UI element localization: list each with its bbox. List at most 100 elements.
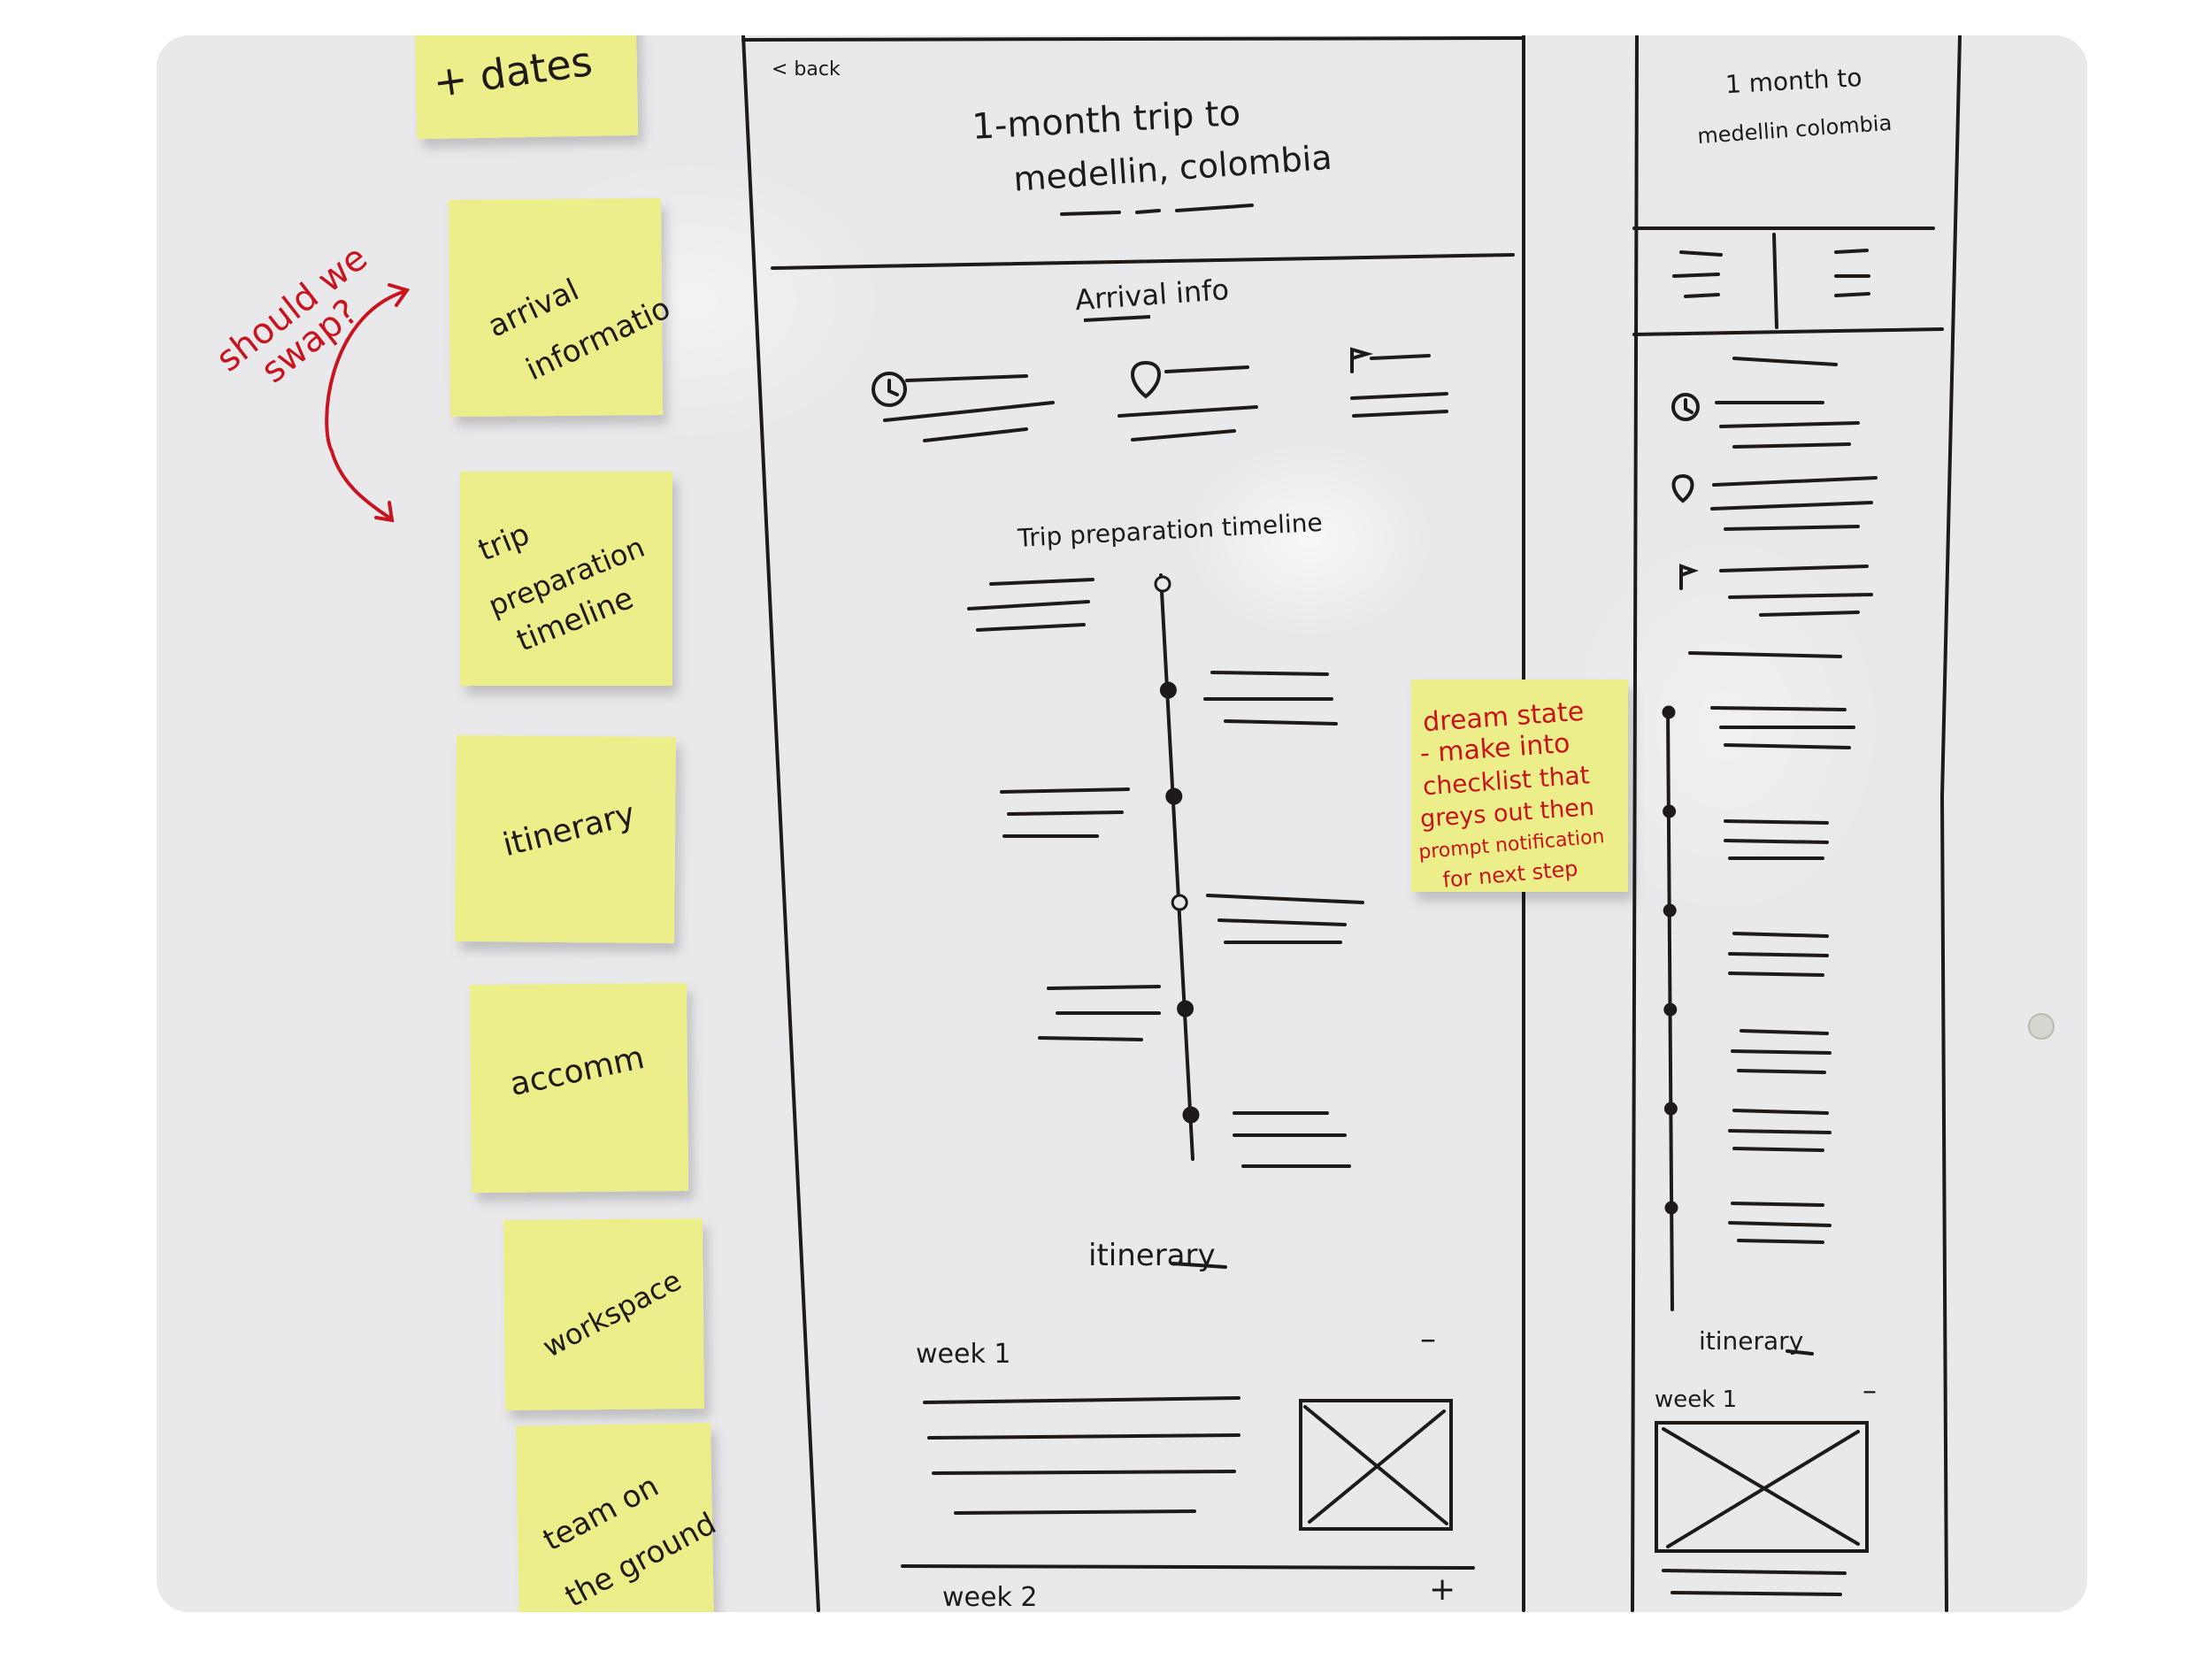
mobile-timeline-entry [1732,1147,1824,1152]
flag-icon [1679,564,1699,590]
mobile-timeline-entry [1740,1029,1829,1035]
timeline-entry-line [989,578,1094,586]
sticky-note-workspace: workspace [503,1218,704,1410]
desktop-header-divider [771,253,1515,270]
clock-icon-hands [1684,398,1694,414]
mobile-wireframe [1631,35,1962,1612]
timeline-entry-line [1206,894,1364,904]
back-link[interactable]: < back [772,58,841,81]
timeline-milestone [1154,575,1171,593]
mobile-text-line [1671,1591,1842,1596]
timeline-milestone [1159,681,1177,699]
image-placeholder [1299,1399,1453,1531]
mobile-timeline-entry [1724,743,1851,749]
desktop-wireframe [741,35,1525,1612]
prep-milestones [1154,575,1200,1124]
desktop-date-scribble [1060,204,1254,216]
mobile-dates-divider [1632,327,1944,336]
mobile-timeline-entry [1737,1239,1824,1244]
arrival-who-line [1352,410,1448,418]
mobile-timeline-entry [1728,1221,1832,1227]
mobile-timeline-entry [1731,1049,1832,1055]
mobile-week1-label: week 1 [1655,1386,1737,1413]
mobile-arrival-line [1732,442,1851,449]
mobile-milestones [1662,705,1678,1215]
timeline-entry-line [1047,985,1161,990]
timeline-entry-line [1007,810,1124,816]
arrival-when-line [883,401,1055,422]
mobile-frame-left [1631,35,1639,1612]
week1-text-line [927,1433,1240,1440]
mobile-arrival-line [1724,525,1860,531]
clock-icon [872,372,907,407]
arrival-where-line [1118,405,1258,418]
sticky-note-accomm: accomm [469,982,689,1194]
arrival-who-line [1350,392,1448,400]
desktop-frame-left [741,35,820,1612]
timeline-milestone [1171,894,1188,911]
mobile-title-line1: 1 month to [1724,63,1863,99]
mobile-week1-collapse-toggle[interactable]: – [1863,1373,1877,1407]
mobile-frame-right [1939,35,1962,1612]
timeline-entry-line [1217,918,1347,926]
week1-label: week 1 [916,1339,1010,1370]
week1-text-line [932,1470,1236,1475]
location-pin-icon [1131,360,1161,399]
swap-arrow [325,290,404,519]
mobile-arrival-heading-scribble [1732,357,1838,366]
timeline-milestone [1663,804,1677,818]
itinerary-heading: itinerary [1088,1238,1216,1273]
timeline-entry-line [1000,787,1130,794]
mobile-timeline-entry [1732,932,1829,938]
swap-arrow-head-bottom [374,501,395,523]
mobile-start-label-scribble [1679,250,1723,257]
week1-collapse-toggle[interactable]: – [1420,1321,1436,1357]
location-pin-icon [1671,473,1694,503]
timeline-entry-line [967,600,1090,611]
mobile-timeline-entry [1731,1202,1824,1207]
arrival-heading-underline [1083,315,1151,322]
mobile-timeline-entry [1728,952,1829,957]
arrival-where-line [1131,429,1236,442]
mobile-itinerary-underline [1786,1349,1814,1356]
mobile-image-placeholder-cross [1662,1427,1860,1548]
mobile-timeline-entry [1710,706,1847,711]
clock-icon-hands [887,379,899,396]
mobile-arrival-line [1712,476,1878,487]
week1-text-line [923,1396,1240,1404]
glare-spot [1186,442,1433,637]
sticky-note-dates: + dates [414,35,639,140]
week2-label: week 2 [942,1582,1037,1613]
mobile-arrival-line [1710,501,1873,511]
arrival-who-line [1370,354,1431,360]
sticky-note-prep: trip preparation timeline [460,472,672,686]
sticky-note-dream-state: dream state - make into checklist that g… [1411,680,1628,893]
mobile-timeline-entry [1728,1129,1832,1134]
mobile-start-line [1684,293,1720,298]
mobile-timeline-entry [1728,972,1824,977]
mobile-timeline-entry [1724,819,1829,825]
timeline-entry-line [976,623,1086,632]
timeline-milestone [1663,1002,1678,1017]
timeline-entry-line [1038,1036,1143,1041]
mobile-timeline-heading-scribble [1688,651,1842,658]
mobile-end-label-scribble [1834,249,1869,254]
image-placeholder-cross [1303,1405,1448,1525]
timeline-milestone [1165,787,1183,805]
timeline-milestone [1662,705,1676,719]
mobile-timeline-entry [1737,1069,1826,1074]
desktop-frame-top [741,36,1524,42]
arrival-where-line [1164,365,1249,373]
arrival-when-line [923,427,1028,442]
itinerary-heading-underline [1171,1262,1227,1269]
flag-icon [1350,347,1374,373]
timeline-entry-line [1224,719,1338,726]
week-divider [901,1564,1475,1570]
mobile-text-line [1662,1569,1847,1575]
board-magnet [2028,1013,2055,1040]
timeline-milestone [1663,903,1677,918]
week1-text-line [954,1509,1196,1515]
week2-expand-toggle[interactable]: + [1429,1571,1455,1608]
mobile-arrival-line [1719,421,1860,428]
